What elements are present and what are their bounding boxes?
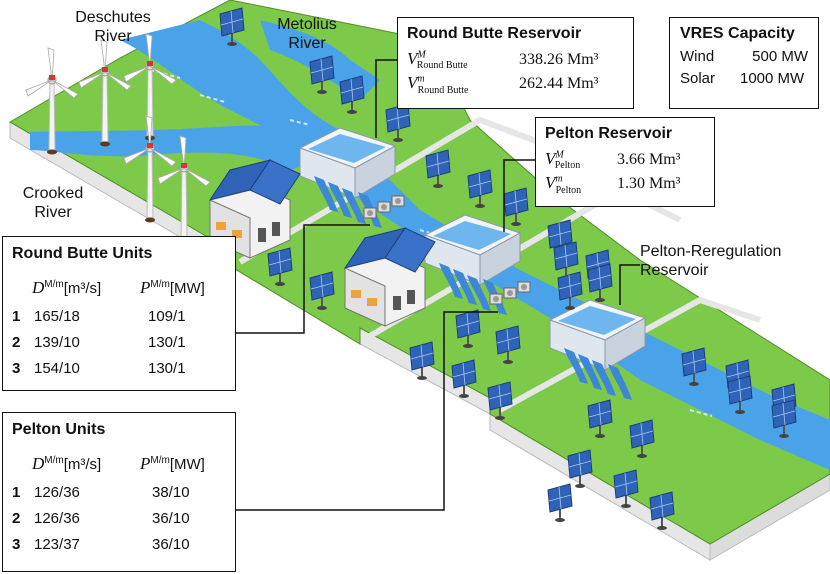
pelton-reservoir-box: Pelton Reservoir VMPelton 3.66 Mm³ VmPel… xyxy=(535,117,715,207)
pelton-units-header: DM/m[m³/s] PM/m[MW] xyxy=(12,449,205,479)
table-row: 2 139/10 130/1 xyxy=(12,333,186,351)
table-row: 3 123/37 36/10 xyxy=(12,535,190,553)
round-butte-units-title: Round Butte Units xyxy=(12,245,153,262)
vres-capacity-title: VRES Capacity xyxy=(680,25,795,42)
pelton-vmax-value: 3.66 Mm³ xyxy=(617,151,681,168)
table-row: 2 126/36 36/10 xyxy=(12,509,190,527)
pelton-rereg-label: Pelton-Reregulation Reservoir xyxy=(640,243,782,279)
pelton-units-table: DM/m[m³/s] PM/m[MW] 1 126/36 38/10 2 126… xyxy=(12,449,205,557)
round-butte-units-box: Round Butte Units DM/m[m³/s] PM/m[MW] 1 … xyxy=(2,236,236,391)
round-butte-vmin-value: 262.44 Mm³ xyxy=(519,75,599,93)
vres-wind-label: Wind xyxy=(680,48,715,65)
vres-solar-value: 1000 MW xyxy=(740,70,805,87)
vres-solar-label: Solar xyxy=(680,70,716,87)
round-butte-reservoir-title: Round Butte Reservoir xyxy=(407,25,582,42)
pelton-power-header: PM/m[MW] xyxy=(140,454,205,473)
power-header: PM/m[MW] xyxy=(140,278,205,297)
pelton-vmax-row: VMPelton 3.66 Mm³ xyxy=(545,149,705,171)
pelton-reservoir-title: Pelton Reservoir xyxy=(545,125,673,142)
table-row: 1 165/18 109/1 xyxy=(12,307,186,325)
vres-solar-row: Solar 1000 MW xyxy=(680,70,808,87)
vres-wind-row: Wind 500 MW xyxy=(680,48,808,65)
table-row: 1 126/36 38/10 xyxy=(12,483,190,501)
vmax-symbol: VMRound Butte xyxy=(407,49,468,72)
metolius-river-label: Metolius River xyxy=(277,16,337,52)
round-butte-vmax-value: 338.26 Mm³ xyxy=(519,51,599,68)
round-butte-vmin-row: VmRound Butte 262.44 Mm³ xyxy=(407,73,624,95)
pelton-vmin-symbol: VmPelton xyxy=(545,173,582,196)
discharge-header: DM/m[m³/s] xyxy=(32,278,102,297)
crooked-river-label: Crooked River xyxy=(22,185,84,221)
deschutes-river-label: Deschutes River xyxy=(75,9,151,45)
round-butte-vmax-row: VMRound Butte 338.26 Mm³ xyxy=(407,49,624,71)
vmin-symbol: VmRound Butte xyxy=(407,73,469,96)
round-butte-units-table: DM/m[m³/s] PM/m[MW] 1 165/18 109/1 2 139… xyxy=(12,273,205,381)
round-butte-units-header: DM/m[m³/s] PM/m[MW] xyxy=(12,273,205,303)
pelton-discharge-header: DM/m[m³/s] xyxy=(32,454,102,473)
vres-capacity-box: VRES Capacity Wind 500 MW Solar 1000 MW xyxy=(669,17,819,109)
pelton-vmax-symbol: VMPelton xyxy=(545,149,581,172)
round-butte-reservoir-box: Round Butte Reservoir VMRound Butte 338.… xyxy=(397,17,634,109)
pelton-vmin-row: VmPelton 1.30 Mm³ xyxy=(545,173,705,195)
pelton-vmin-value: 1.30 Mm³ xyxy=(617,175,681,193)
table-row: 3 154/10 130/1 xyxy=(12,359,186,377)
vres-wind-value: 500 MW xyxy=(752,48,808,65)
pelton-units-box: Pelton Units DM/m[m³/s] PM/m[MW] 1 126/3… xyxy=(2,412,236,572)
pelton-units-title: Pelton Units xyxy=(12,421,106,438)
